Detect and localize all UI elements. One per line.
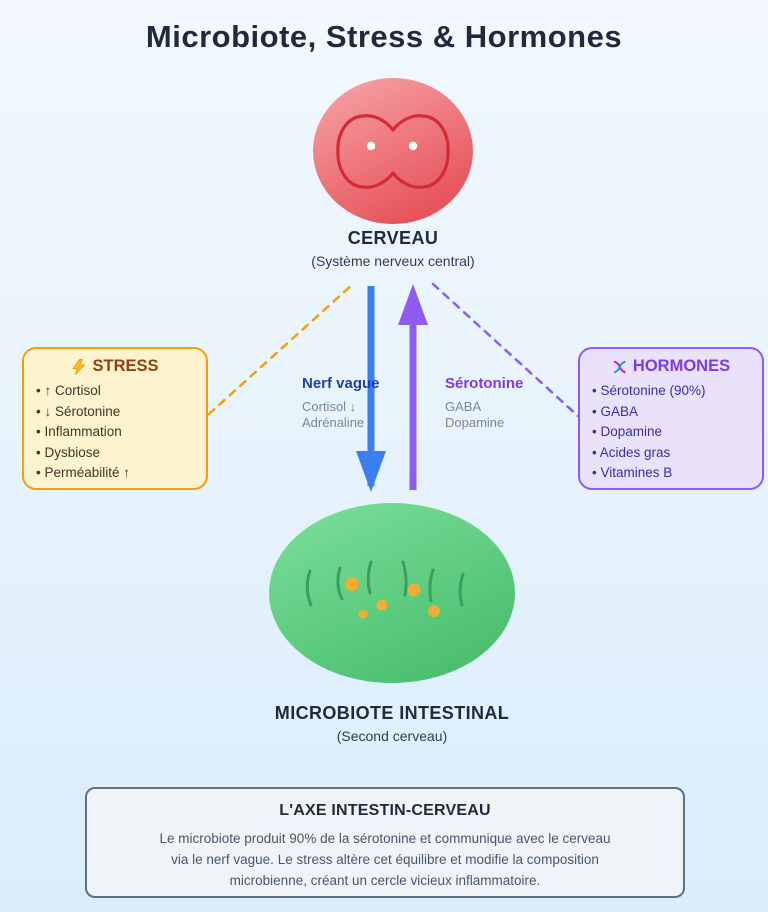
- vagus-down-arrow: [356, 286, 386, 492]
- gut-illustration: [269, 503, 515, 683]
- axis-summary-line: via le nerf vague. Le stress altère cet …: [171, 852, 599, 867]
- hormones-item: Vitamines B: [592, 463, 750, 484]
- axis-summary-panel: L'AXE INTESTIN-CERVEAU Le microbiote pro…: [85, 787, 685, 898]
- brain-subtitle: (Système nerveux central): [311, 253, 475, 269]
- gut-label: MICROBIOTE INTESTINAL (Second cerveau): [275, 703, 509, 744]
- hormones-item: Dopamine: [592, 422, 750, 443]
- stress-panel: STRESS ↑ Cortisol ↓ Sérotonine Inflammat…: [22, 347, 208, 490]
- stress-item: Perméabilité ↑: [36, 463, 194, 484]
- brain-label: CERVEAU (Système nerveux central): [311, 228, 474, 269]
- hormones-item: Sérotonine (90%): [592, 381, 750, 402]
- dna-icon: [612, 359, 627, 375]
- serotonin-up-arrow: [398, 284, 428, 490]
- serotonin-arrow-label: Sérotonine GABA Dopamine: [445, 375, 523, 430]
- gut-title: MICROBIOTE INTESTINAL: [274, 703, 510, 723]
- brain-dot-left: [366, 141, 376, 151]
- serotonin-arrow-title: Sérotonine: [445, 375, 524, 392]
- axis-summary-line: microbienne, créant un cercle vicieux in…: [229, 873, 541, 888]
- stress-item: ↑ Cortisol: [36, 381, 194, 402]
- stress-item: Dysbiose: [36, 443, 194, 464]
- axis-summary-title: L'AXE INTESTIN-CERVEAU: [279, 802, 491, 819]
- stress-item: Inflammation: [36, 422, 194, 443]
- microbe-dots: [345, 577, 440, 619]
- gut-ellipse: [269, 503, 515, 683]
- brain-to-hormones-dashed-connector: [431, 282, 580, 418]
- axis-summary-line: Le microbiote produit 90% de la sérotoni…: [159, 831, 611, 846]
- gut-subtitle: (Second cerveau): [336, 728, 448, 744]
- brain-title: CERVEAU: [347, 228, 439, 248]
- brain-dot-right: [408, 141, 418, 151]
- page-title: Microbiote, Stress & Hormones: [145, 19, 623, 54]
- stress-panel-title: STRESS: [36, 357, 194, 376]
- vagus-arrow-label: Nerf vague Cortisol ↓ Adrénaline: [302, 375, 380, 430]
- hormones-item: GABA: [592, 402, 750, 423]
- stress-item: ↓ Sérotonine: [36, 402, 194, 423]
- brain-illustration: [313, 78, 473, 224]
- hormones-item: Acides gras: [592, 443, 750, 464]
- hormones-panel-title: HORMONES: [592, 357, 750, 376]
- serotonin-arrow-sublabels: GABA Dopamine: [445, 399, 505, 430]
- hormones-panel: HORMONES Sérotonine (90%) GABA Dopamine …: [578, 347, 764, 490]
- microbe-strokes: [305, 560, 465, 607]
- lightning-icon: [71, 358, 86, 375]
- brain-outline-icon: [336, 114, 450, 189]
- vagus-arrow-sublabels: Cortisol ↓ Adrénaline: [302, 399, 365, 430]
- brain-ellipse: [313, 78, 473, 224]
- vagus-arrow-title: Nerf vague: [302, 375, 380, 392]
- stress-to-brain-dashed-connector: [207, 282, 355, 416]
